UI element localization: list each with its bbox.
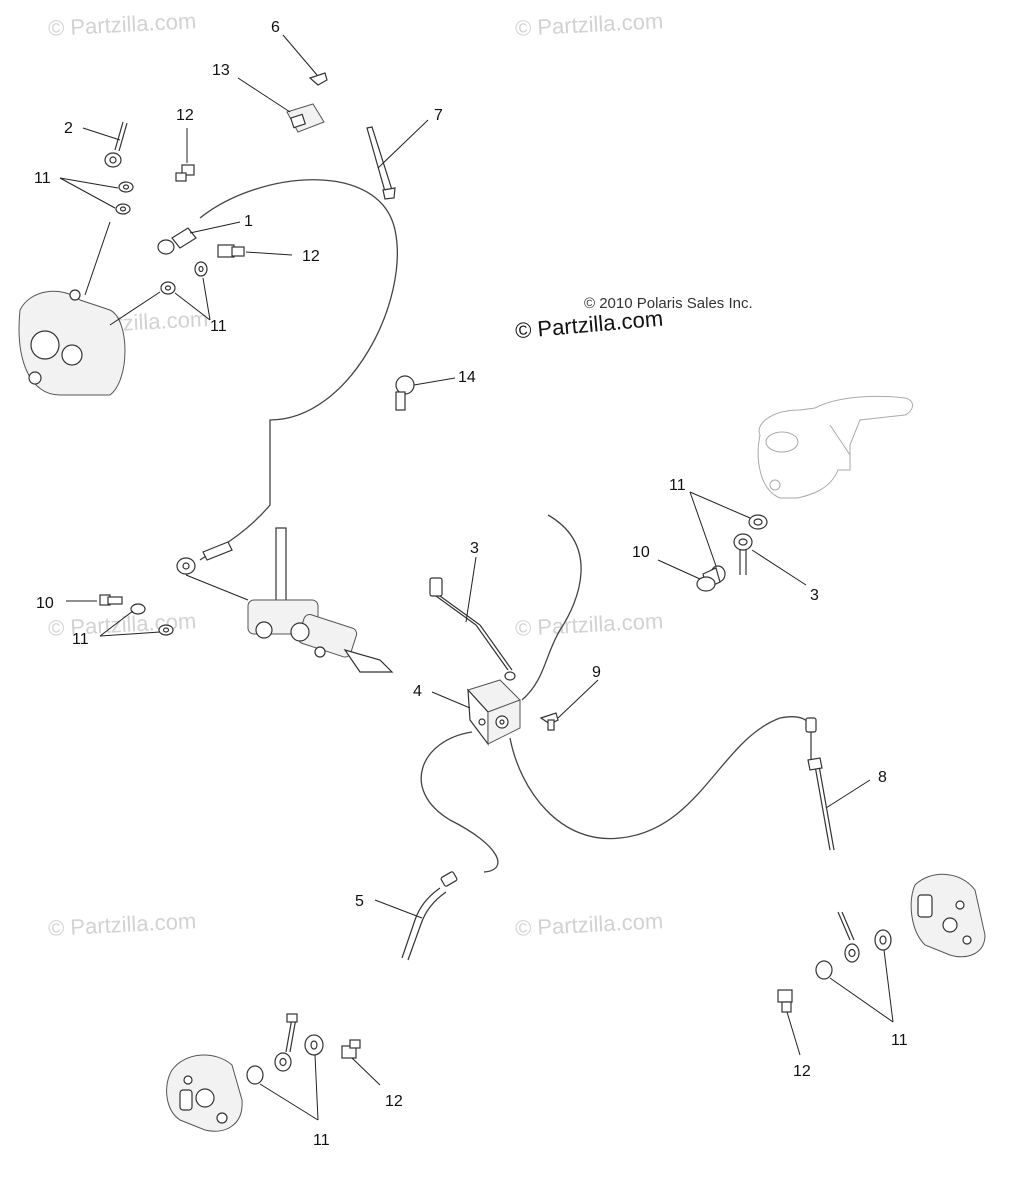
hose-fitting-icon (157, 221, 241, 255)
callout-3: 3 (470, 540, 479, 557)
callout-12: 12 (176, 107, 194, 124)
retainer-clip-icon (395, 375, 456, 411)
master-cylinder-icon (185, 527, 394, 673)
callout-2: 2 (64, 120, 73, 137)
callout-11: 11 (891, 1032, 908, 1049)
hose-center-left (420, 731, 499, 873)
screw-icon (282, 34, 328, 86)
banjo-bolt-icon (66, 594, 123, 606)
hose-upper-left (199, 179, 398, 561)
callout-11: 11 (210, 318, 227, 335)
banjo-fitting-icon (274, 1013, 298, 1072)
brake-line-icon (374, 871, 458, 961)
cable-tie-icon (366, 119, 429, 200)
banjo-fitting-icon (82, 121, 128, 168)
washer-icon (59, 177, 134, 215)
callout-11: 11 (669, 477, 686, 494)
brake-caliper-icon (18, 221, 161, 396)
hose-center-top (521, 514, 582, 701)
callout-9: 9 (592, 664, 601, 681)
washer-icon (815, 929, 894, 1023)
brake-line-icon (805, 717, 871, 851)
callout-12: 12 (793, 1063, 811, 1080)
callout-10: 10 (36, 595, 54, 612)
callout-11: 11 (34, 170, 51, 187)
bolt-icon (175, 128, 195, 182)
callout-11: 11 (313, 1132, 330, 1149)
brake-line-icon (429, 556, 516, 681)
callout-8: 8 (878, 769, 887, 786)
callout-4: 4 (413, 683, 422, 700)
banjo-fitting-icon (837, 911, 860, 963)
bleeder-screw-icon (539, 679, 599, 731)
bolt-icon (777, 989, 801, 1056)
brake-caliper-icon (910, 873, 986, 958)
copyright-text: © 2010 Polaris Sales Inc. (584, 295, 753, 312)
clip-icon (237, 77, 325, 133)
callout-11: 11 (72, 631, 89, 648)
brake-caliper-icon (166, 1054, 243, 1132)
washer-icon (689, 491, 768, 583)
handlebar-master-cylinder-icon (757, 395, 913, 499)
banjo-bolt-icon (657, 559, 721, 592)
washer-icon (160, 261, 211, 321)
callout-12: 12 (385, 1093, 403, 1110)
callout-12: 12 (302, 248, 320, 265)
callout-14: 14 (458, 369, 476, 386)
callout-5: 5 (355, 893, 364, 910)
washer-icon (246, 1034, 324, 1121)
hose-fitting-icon (176, 541, 233, 575)
bolt-icon (341, 1039, 381, 1086)
callout-7: 7 (434, 107, 443, 124)
washer-icon (99, 603, 174, 637)
callout-1: 1 (244, 213, 253, 230)
distribution-block-icon (431, 679, 521, 746)
hose-center-right (509, 716, 811, 840)
callout-6: 6 (271, 19, 280, 36)
bolt-icon (217, 244, 293, 258)
callout-10: 10 (632, 544, 650, 561)
callout-3: 3 (810, 587, 819, 604)
callout-13: 13 (212, 62, 230, 79)
hose-fitting-icon (733, 533, 807, 586)
